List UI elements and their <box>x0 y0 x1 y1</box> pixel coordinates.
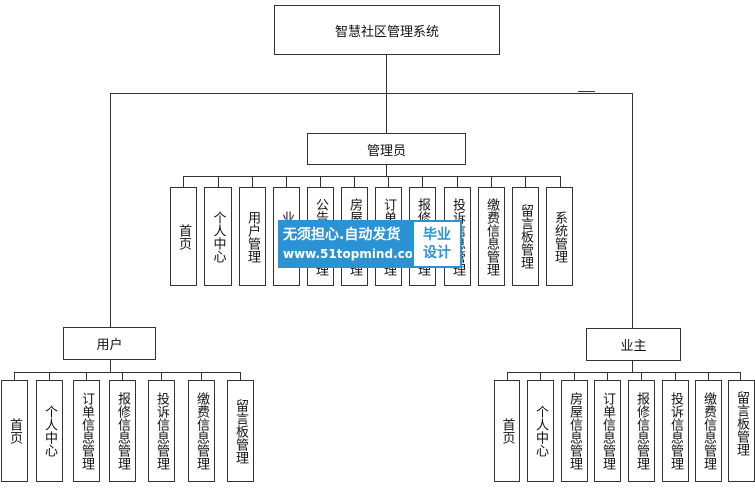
owner-node: 业主 <box>586 328 681 361</box>
owner-module-payments: 缴费信息管理 <box>695 380 722 482</box>
admin-module-users: 用户管理 <box>239 187 266 286</box>
user-node: 用户 <box>63 327 156 360</box>
owner-module-home: 首页 <box>494 380 520 482</box>
admin-module-profile: 个人中心 <box>204 187 232 286</box>
user-module-payments: 缴费信息管理 <box>188 380 215 482</box>
watermark-badge: 毕业 设计 <box>412 220 462 268</box>
owner-title: 业主 <box>620 339 647 354</box>
user-module-repairs: 报修信息管理 <box>109 380 136 482</box>
watermark-url: www.51topmind.com <box>283 247 426 261</box>
watermark-text: 无须担心.自动发货 www.51topmind.com <box>278 220 426 268</box>
admin-module-payments: 缴费信息管理 <box>478 187 505 286</box>
watermark-slogan: 无须担心.自动发货 <box>283 227 401 243</box>
user-module-orders: 订单信息管理 <box>73 380 100 482</box>
owner-module-repairs: 报修信息管理 <box>628 380 655 482</box>
admin-module-home: 首页 <box>170 187 197 286</box>
owner-module-messages: 留言板管理 <box>728 380 755 482</box>
user-module-home: 首页 <box>1 380 28 482</box>
watermark-badge-line2: 设计 <box>423 245 451 261</box>
root-title: 智慧社区管理系统 <box>334 24 439 40</box>
user-title: 用户 <box>96 338 123 353</box>
user-module-complaints: 投诉信息管理 <box>148 380 175 482</box>
owner-module-orders: 订单信息管理 <box>594 380 621 482</box>
user-module-messages: 留言板管理 <box>227 380 254 482</box>
owner-module-houses: 房屋信息管理 <box>561 380 588 482</box>
owner-module-complaints: 投诉信息管理 <box>662 380 689 482</box>
watermark-badge-line1: 毕业 <box>423 227 451 243</box>
admin-module-messages: 留言板管理 <box>512 187 539 286</box>
admin-module-system: 系统管理 <box>546 187 573 286</box>
owner-module-profile: 个人中心 <box>527 380 554 482</box>
root-node: 智慧社区管理系统 <box>274 5 500 55</box>
watermark-banner: 无须担心.自动发货 www.51topmind.com 毕业 设计 <box>278 220 462 268</box>
admin-title: 管理员 <box>366 143 406 159</box>
admin-node: 管理员 <box>307 133 466 165</box>
user-module-profile: 个人中心 <box>36 380 63 482</box>
